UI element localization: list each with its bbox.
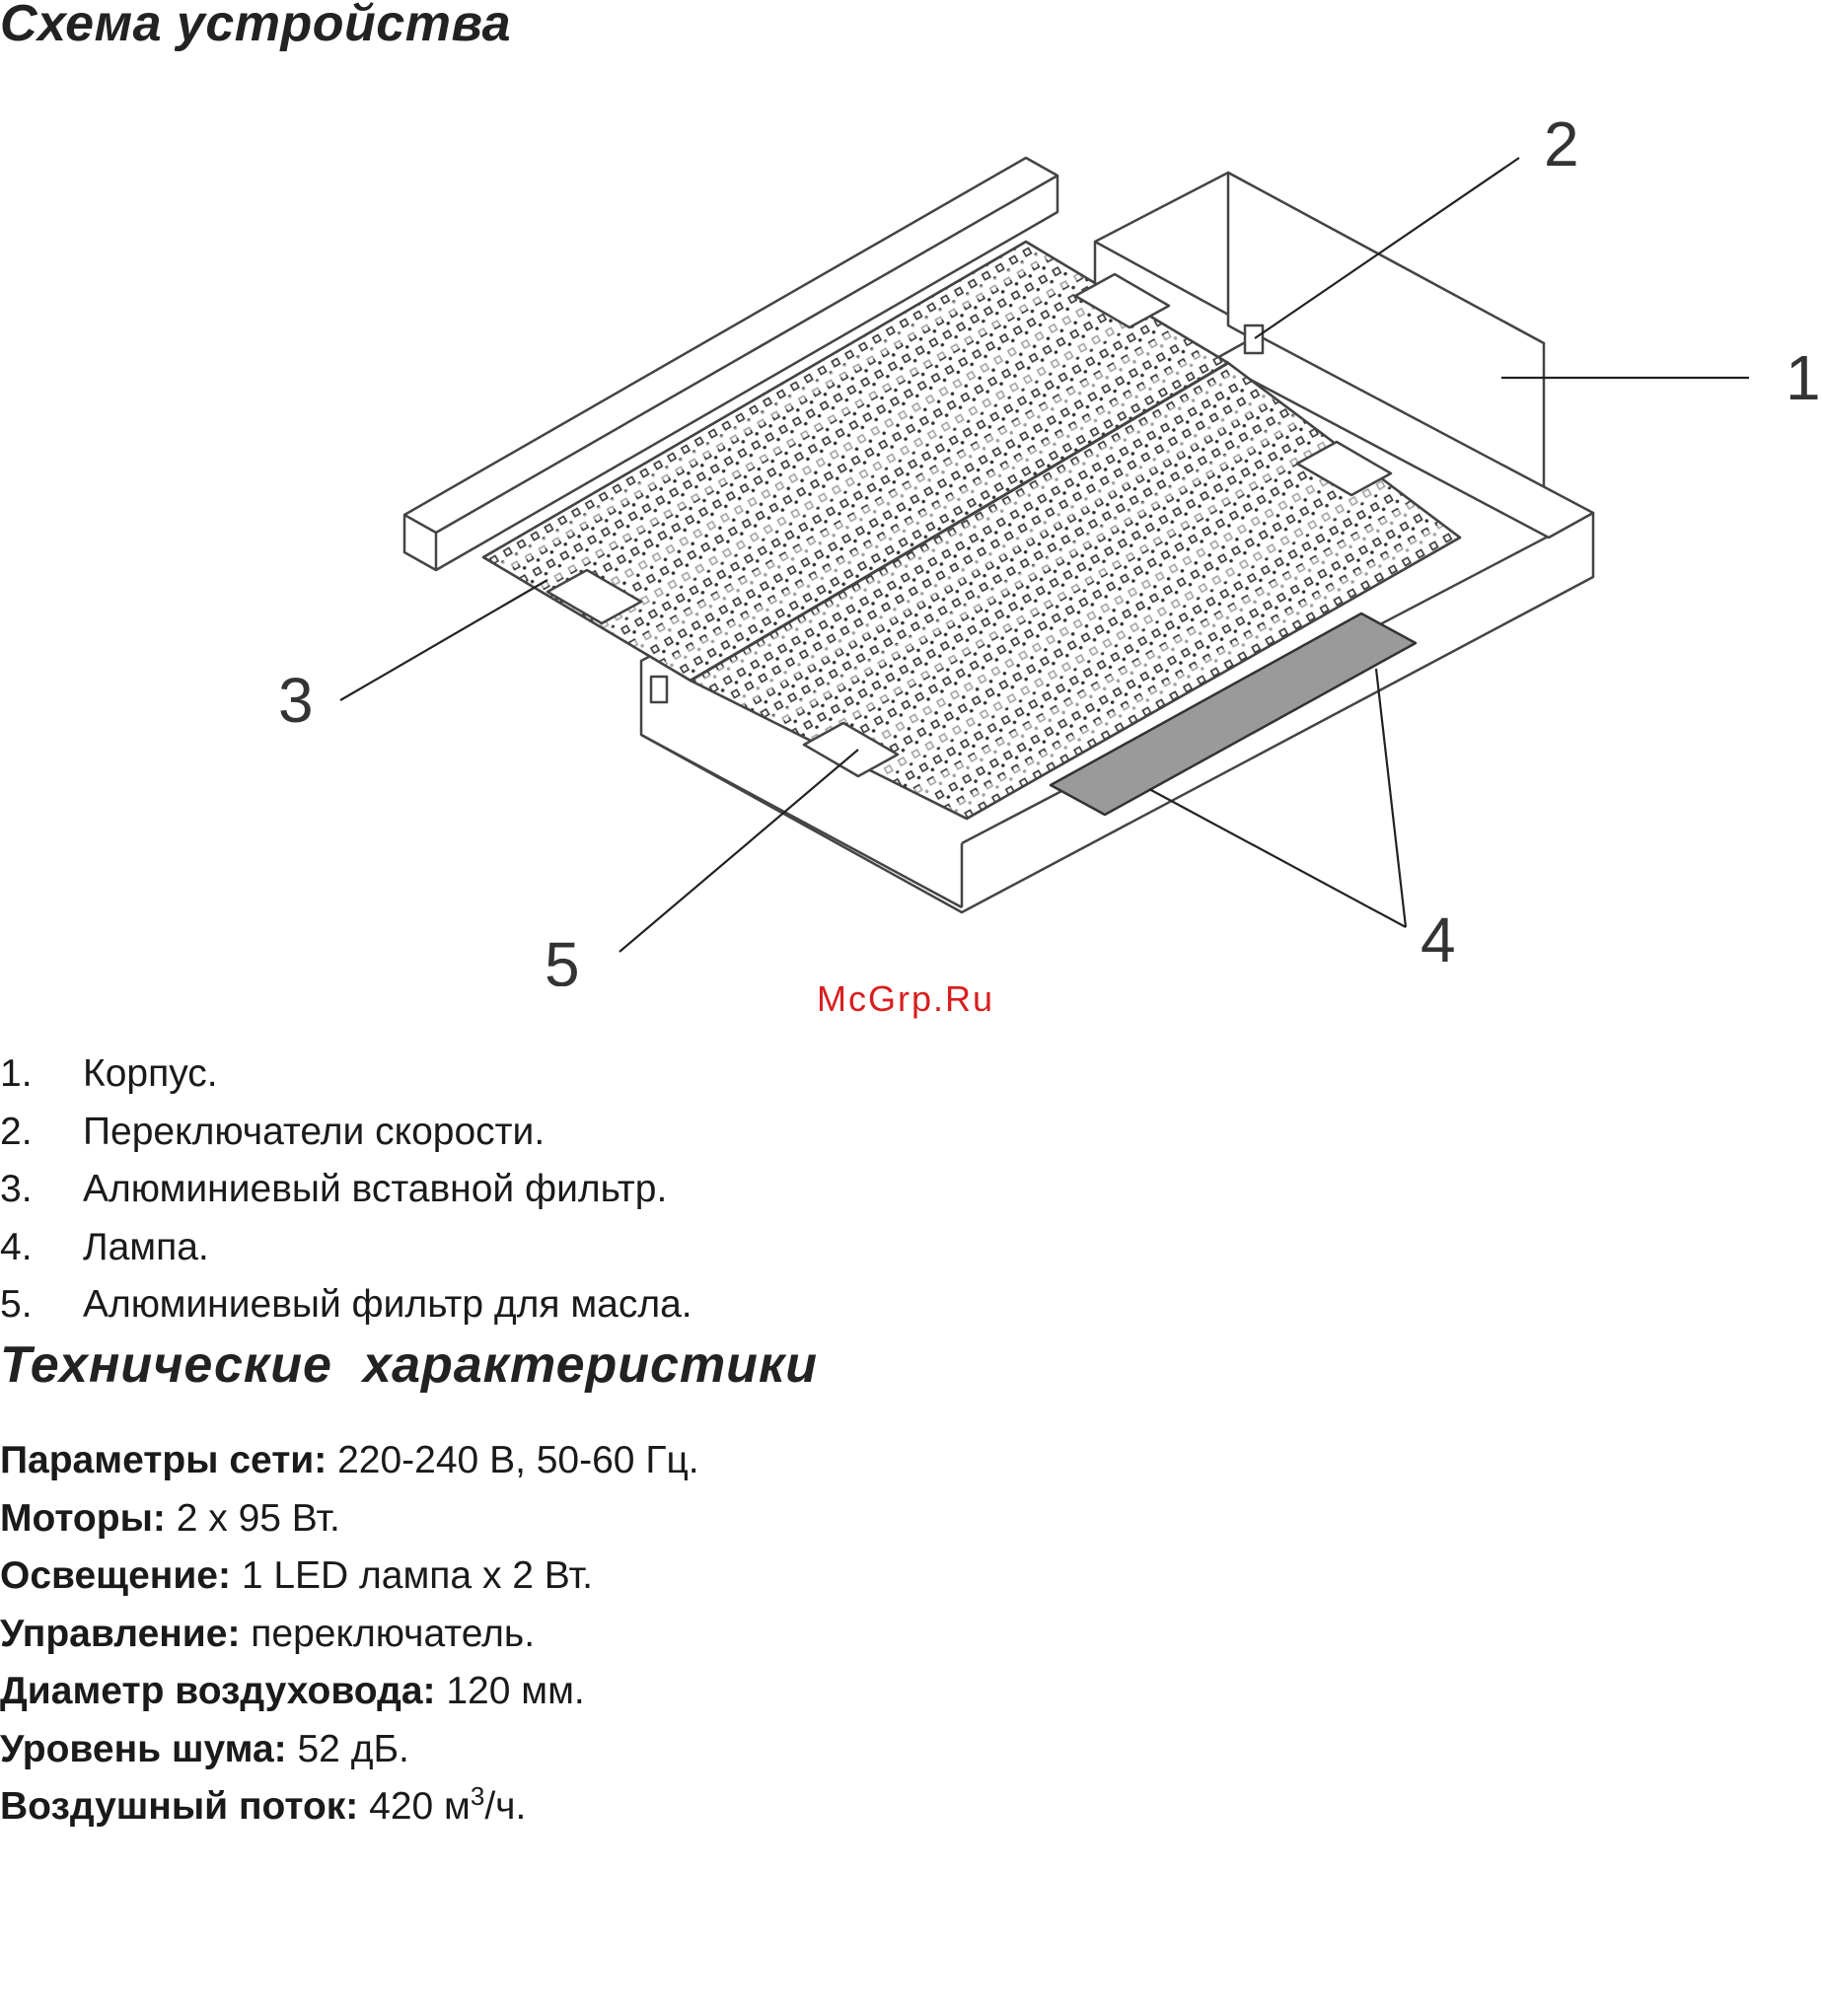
spec-row: Воздушный поток: 420 м3/ч.: [0, 1778, 699, 1836]
lamp-panel: [1049, 612, 1418, 817]
device-diagram-title: Схема устройства: [0, 0, 512, 52]
range-hood-diagram: 1 2 3 4 5: [278, 108, 1821, 986]
specs-list: Параметры сети: 220-240 В, 50-60 Гц. Мот…: [0, 1432, 699, 1836]
speed-switch: [1243, 324, 1265, 355]
spec-row: Параметры сети: 220-240 В, 50-60 Гц.: [0, 1432, 699, 1490]
spec-row: Управление: переключатель.: [0, 1606, 699, 1664]
spec-value: 120 мм.: [435, 1670, 585, 1712]
filter-handle: [1073, 272, 1171, 329]
callout-1: 1: [1786, 342, 1821, 413]
spec-row: Моторы: 2 х 95 Вт.: [0, 1490, 699, 1548]
callout-4: 4: [1421, 904, 1456, 975]
watermark: McGrp.Ru: [817, 978, 995, 1019]
spec-superscript: 3: [470, 1781, 485, 1811]
spec-label: Воздушный поток:: [0, 1785, 359, 1828]
callout-5: 5: [545, 929, 580, 986]
spec-label: Моторы:: [0, 1496, 166, 1540]
spec-label: Управление:: [0, 1612, 241, 1655]
spec-label: Диаметр воздуховода:: [0, 1670, 436, 1712]
spec-value: переключатель.: [240, 1612, 536, 1655]
filter-handle: [1295, 440, 1393, 497]
spec-value: 1 LED лампа х 2 Вт.: [230, 1554, 593, 1597]
spec-label: Уровень шума:: [0, 1727, 287, 1770]
spec-value: 2 х 95 Вт.: [165, 1496, 340, 1540]
callout-3: 3: [278, 665, 314, 736]
right-rail: [1211, 333, 1595, 540]
spec-suffix: /ч.: [484, 1785, 527, 1828]
spec-value: 220-240 В, 50-60 Гц.: [327, 1439, 699, 1481]
specs-title: Технические характеристики: [0, 1336, 819, 1394]
filter-handle: [546, 568, 643, 625]
spec-label: Освещение:: [0, 1554, 231, 1597]
callout-2: 2: [1544, 108, 1579, 180]
speed-switch: [649, 675, 669, 704]
spec-value: 52 дБ.: [286, 1727, 409, 1770]
spec-row: Диаметр воздуховода: 120 мм.: [0, 1663, 699, 1721]
spec-value: 420 м: [358, 1785, 471, 1828]
spec-row: Уровень шума: 52 дБ.: [0, 1721, 699, 1779]
spec-row: Освещение: 1 LED лампа х 2 Вт.: [0, 1548, 699, 1606]
spec-label: Параметры сети:: [0, 1439, 328, 1481]
